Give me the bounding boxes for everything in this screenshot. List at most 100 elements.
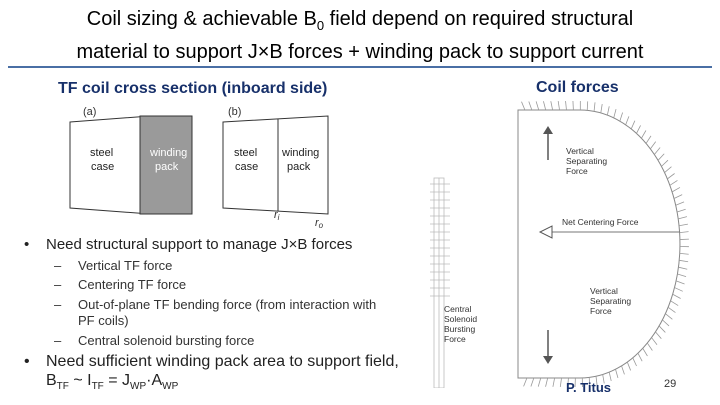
force-tick: [672, 293, 681, 299]
force-tick: [606, 106, 610, 116]
force-tick: [543, 101, 547, 111]
force-tick: [537, 377, 542, 387]
force-tick: [637, 353, 643, 362]
sub-bullet-centering: –Centering TF force: [54, 277, 187, 292]
cs-label1: Central: [444, 304, 472, 314]
force-tick: [588, 377, 591, 387]
force-tick: [655, 331, 662, 339]
fig-b-winding-line2: pack: [287, 161, 311, 173]
coil-outline: [517, 109, 681, 379]
force-tick: [670, 300, 679, 306]
force-tick: [521, 101, 526, 111]
force-tick: [636, 125, 641, 134]
force-tick: [646, 342, 653, 351]
force-tick: [665, 313, 673, 320]
force-tick: [523, 377, 528, 387]
force-tick: [678, 223, 688, 227]
fig-b-steel-line2: case: [235, 161, 258, 173]
force-tick: [669, 180, 678, 186]
force-tick: [530, 377, 535, 387]
force-tick: [667, 173, 675, 180]
force-tick: [615, 369, 619, 379]
force-tick: [557, 101, 560, 111]
force-tick: [679, 259, 689, 263]
force-tick: [641, 130, 647, 139]
force-tick: [630, 120, 636, 130]
force-tick: [654, 147, 661, 155]
vsf-bottom-label2: Separating: [590, 296, 631, 306]
force-tick: [679, 252, 689, 255]
force-tick: [621, 365, 625, 375]
force-tick: [619, 112, 623, 122]
vsf-bottom-label1: Vertical: [590, 286, 618, 296]
force-tick: [625, 116, 630, 125]
force-tick: [678, 266, 688, 270]
page-number: 29: [664, 378, 677, 390]
bullet-jxb: • Need structural support to manage J×B …: [24, 236, 353, 253]
force-tick: [642, 348, 648, 357]
force-tick: [567, 377, 569, 388]
force-tick: [667, 306, 676, 313]
force-tick: [676, 280, 685, 285]
fig-a-winding-pack: [139, 115, 193, 215]
net-centering-label: Net Centering Force: [562, 217, 639, 227]
cross-section-figure: (a) steel case winding pack (b) steel ca…: [69, 106, 329, 230]
bullet-dot: •: [24, 353, 30, 370]
formula: BTF ~ ITF = JWP·AWP: [46, 372, 179, 393]
fig-a-steel-line2: case: [91, 161, 114, 173]
fig-b-winding-line1: winding: [281, 147, 319, 159]
force-tick: [675, 201, 685, 206]
fig-a-winding-line2: pack: [155, 161, 179, 173]
coil-force-diagram: Vertical Separating Force Net Centering …: [430, 100, 689, 388]
vsf-top-arrowhead: [543, 126, 553, 134]
cs-label3: Bursting: [444, 324, 475, 334]
force-tick: [662, 319, 670, 327]
force-tick: [600, 103, 603, 113]
force-tick: [664, 166, 672, 173]
force-tick: [657, 153, 665, 161]
force-tick: [552, 377, 555, 387]
force-tick: [602, 374, 605, 384]
central-solenoid: [433, 177, 445, 388]
vsf-bottom-arrowhead: [543, 356, 553, 364]
cs-label4: Force: [444, 334, 466, 344]
force-tick: [673, 194, 683, 199]
vsf-top-label2: Separating: [566, 156, 607, 166]
force-tick: [671, 187, 681, 193]
fig-b-steel-line1: steel: [234, 147, 257, 159]
force-tick: [676, 208, 686, 213]
force-tick: [674, 287, 683, 292]
force-tick: [679, 231, 689, 234]
force-tick: [613, 109, 617, 118]
author: P. Titus: [566, 380, 612, 395]
vsf-bottom-label3: Force: [590, 306, 612, 316]
fig-b-label: (b): [228, 106, 241, 118]
force-tick: [677, 273, 687, 278]
force-tick: [645, 135, 652, 144]
force-tick: [565, 101, 567, 111]
fig-b-ri: ri: [274, 209, 280, 222]
sub-bullet-bursting: –Central solenoid bursting force: [54, 333, 255, 348]
force-tick: [528, 101, 533, 111]
force-tick: [626, 361, 632, 371]
force-tick: [559, 377, 562, 387]
bullet-winding-pack: • Need sufficient winding pack area to s…: [24, 353, 399, 370]
force-tick: [650, 141, 657, 150]
sub-bullet-bending-cont: PF coils): [78, 313, 129, 328]
force-tick: [632, 357, 637, 367]
fig-b-outline: [222, 115, 329, 215]
force-tick: [678, 216, 688, 220]
left-heading: TF coil cross section (inboard side): [58, 80, 328, 97]
force-tick: [661, 159, 669, 167]
fig-a-label: (a): [83, 106, 96, 118]
cs-label2: Solenoid: [444, 314, 477, 324]
cs-bursting-arrows: [430, 183, 450, 297]
right-heading: Coil forces: [536, 79, 619, 96]
force-tick: [595, 376, 598, 386]
vsf-top-label1: Vertical: [566, 146, 594, 156]
fig-a-steel-line1: steel: [90, 147, 113, 159]
title-divider: [8, 66, 712, 68]
fig-a-winding-line1: winding: [149, 147, 187, 159]
coil-force-ticks: [521, 100, 689, 388]
force-tick: [593, 102, 596, 112]
